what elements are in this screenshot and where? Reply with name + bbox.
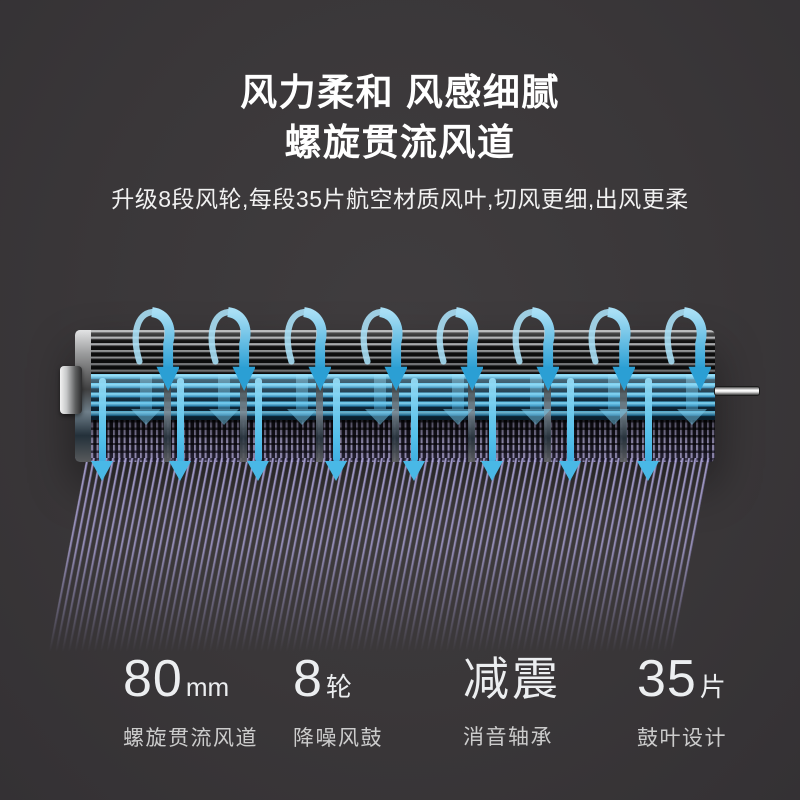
segment-divider: [544, 330, 551, 462]
segment-divider: [240, 330, 247, 462]
left-end-cap: [60, 366, 82, 414]
fan-left-end-ring: [75, 330, 91, 462]
band-down-arrow-icon: [287, 374, 317, 425]
airflow-down-arrow-icon: [325, 378, 347, 481]
right-axle-shaft: [714, 386, 760, 396]
spiral-rotation-arrow-icon: [353, 304, 408, 413]
stat-unit: 片: [699, 672, 726, 702]
spiral-rotation-arrow-icon: [277, 304, 332, 413]
band-down-arrow-icon: [599, 374, 629, 425]
airflow-down-arrow-icon: [247, 378, 269, 481]
airflow-down-arrow-icon: [91, 378, 113, 481]
segment-divider: [316, 330, 323, 462]
band-down-arrow-icon: [209, 374, 239, 425]
segment-divider: [468, 330, 475, 462]
segment-divider: [392, 330, 399, 462]
stat-shock-absorb: 减震 消音轴承: [463, 651, 564, 751]
airflow-down-arrow-icon: [637, 378, 659, 481]
airflow-down-arrow-icon: [403, 378, 425, 481]
stat-label: 鼓叶设计: [637, 727, 727, 750]
band-down-arrow-icon: [443, 374, 473, 425]
airflow-down-arrow-icon: [559, 378, 581, 481]
band-down-arrow-icon: [131, 374, 161, 425]
spiral-rotation-arrow-icon: [657, 304, 712, 413]
stat-label: 螺旋贯流风道: [123, 727, 258, 750]
segment-divider: [620, 330, 627, 462]
stat-value: 减震: [463, 653, 561, 705]
spiral-rotation-arrow-icon: [581, 304, 636, 413]
airflow-down-arrow-icon: [169, 378, 191, 481]
spiral-rotation-arrow-icon: [429, 304, 484, 413]
spiral-rotation-arrow-icon: [505, 304, 560, 413]
page-title-line1: 风力柔和 风感细腻: [240, 72, 560, 113]
band-down-arrow-icon: [677, 374, 707, 425]
stat-unit: 轮: [325, 672, 352, 702]
stat-unit: mm: [185, 672, 230, 702]
spiral-rotation-arrow-icon: [201, 304, 256, 413]
stat-label: 降噪风鼓: [293, 727, 383, 750]
band-down-arrow-icon: [521, 374, 551, 425]
band-down-arrow-icon: [365, 374, 395, 425]
subtitle-text: 升级8段风轮,每段35片航空材质风叶,切风更细,出风更柔: [111, 186, 689, 212]
airflow-down-arrow-icon: [481, 378, 503, 481]
spiral-rotation-arrow-icon: [125, 304, 180, 413]
stat-label: 消音轴承: [463, 726, 553, 749]
page-title-line2: 螺旋贯流风道: [284, 122, 516, 163]
segment-divider: [164, 330, 171, 462]
airflow-light-rays: [47, 458, 710, 658]
